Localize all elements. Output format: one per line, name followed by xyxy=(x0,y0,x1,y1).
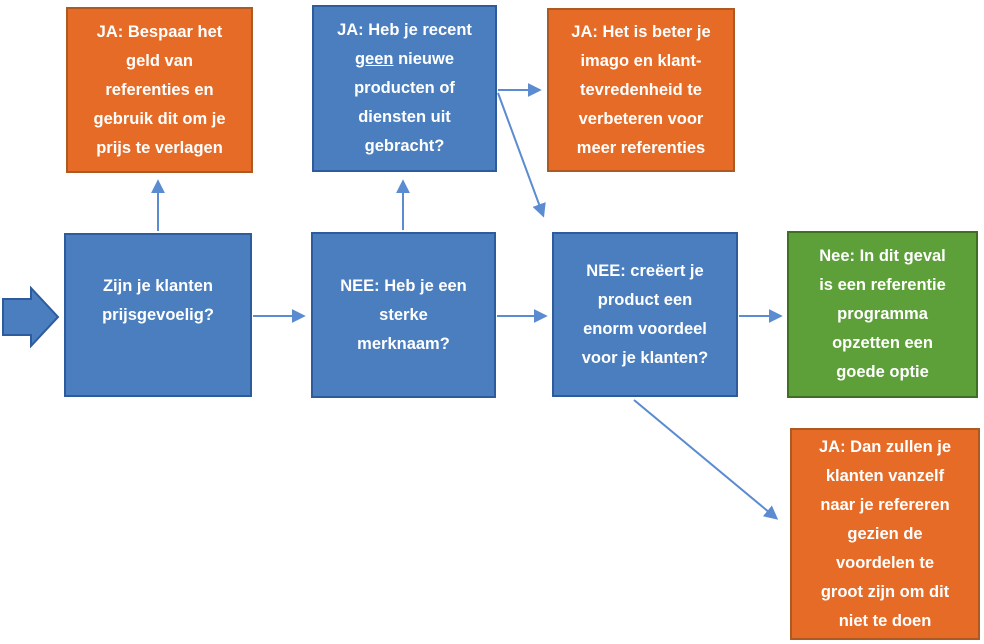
node-text: Nee: In dit geval is een referentie prog… xyxy=(819,247,946,381)
node-nee-referentie-programma: Nee: In dit geval is een referentie prog… xyxy=(787,231,978,398)
node-text: JA: Bespaar het geld van referenties en … xyxy=(93,22,226,157)
node-ja-geen-nieuwe-producten: JA: Heb je recent geen nieuwe producten … xyxy=(312,5,497,172)
node-text: NEE: Heb je een sterke merknaam? xyxy=(340,276,467,353)
node-text: JA: Het is beter je imago en klant- tevr… xyxy=(571,22,711,157)
node-ja-vanzelf-refereren: JA: Dan zullen je klanten vanzelf naar j… xyxy=(790,428,980,640)
node-text: Zijn je klanten prijsgevoelig? xyxy=(102,277,214,324)
underlined-word: geen xyxy=(354,50,394,68)
node-nee-sterke-merknaam: NEE: Heb je een sterke merknaam? xyxy=(311,232,496,398)
node-text: NEE: creëert je product een enorm voorde… xyxy=(581,261,709,367)
entry-arrow-icon xyxy=(2,285,60,349)
node-nee-enorm-voordeel: NEE: creëert je product een enorm voorde… xyxy=(552,232,738,397)
node-vraag-prijsgevoelig: Zijn je klanten prijsgevoelig? xyxy=(64,233,252,397)
node-ja-imago-verbeteren: JA: Het is beter je imago en klant- tevr… xyxy=(547,8,735,172)
connector-products-to-advantage xyxy=(497,92,546,218)
node-text: JA: Dan zullen je klanten vanzelf naar j… xyxy=(818,437,952,630)
node-ja-bespaar-geld: JA: Bespaar het geld van referenties en … xyxy=(66,7,253,173)
node-text: JA: Heb je recent geen nieuwe producten … xyxy=(337,21,472,155)
connector-advantage-to-self xyxy=(633,399,779,520)
